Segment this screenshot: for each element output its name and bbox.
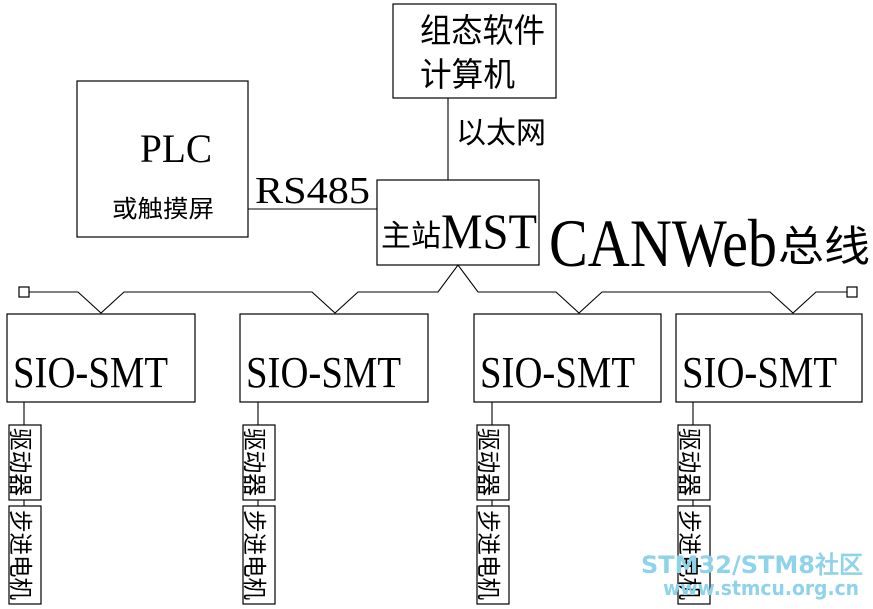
slave-box bbox=[6, 313, 196, 403]
motor-label: 步进电机 bbox=[240, 510, 268, 600]
slave-label: SIO-SMT bbox=[246, 348, 401, 397]
motor-box bbox=[677, 505, 711, 605]
slave-node-4: SIO-SMT 驱动器 步进电机 bbox=[675, 313, 863, 605]
bus-terminator-right bbox=[846, 286, 858, 298]
motor-label: 步进电机 bbox=[6, 510, 34, 600]
scada-computer-box bbox=[392, 3, 557, 99]
driver-box bbox=[8, 424, 42, 501]
ethernet-label: 以太网 bbox=[456, 116, 546, 151]
rs485-label: RS485 bbox=[255, 170, 370, 212]
slave-label: SIO-SMT bbox=[13, 348, 168, 397]
driver-label: 驱动器 bbox=[6, 428, 34, 496]
plc-title: PLC bbox=[140, 126, 212, 171]
motor-box bbox=[242, 505, 276, 605]
driver-label: 驱动器 bbox=[474, 428, 502, 496]
bus-label-cn: 总线 bbox=[778, 222, 870, 271]
plc-box bbox=[76, 80, 249, 238]
slave-node-1: SIO-SMT 驱动器 步进电机 bbox=[6, 313, 196, 605]
motor-box bbox=[476, 505, 510, 605]
motor-label: 步进电机 bbox=[474, 510, 502, 600]
slave-label: SIO-SMT bbox=[480, 348, 635, 397]
plc-subtitle: 或触摸屏 bbox=[112, 195, 214, 223]
slave-box bbox=[675, 313, 863, 403]
scada-label-line1: 组态软件 bbox=[420, 11, 545, 50]
master-label-cn: 主站 bbox=[381, 219, 441, 254]
slave-box bbox=[239, 313, 429, 403]
driver-box bbox=[476, 424, 510, 501]
watermark-line2: www.stmcu.org.cn bbox=[663, 576, 859, 600]
bus-label-en: CANWeb bbox=[549, 205, 777, 281]
slave-box bbox=[473, 313, 662, 403]
can-bus-line bbox=[29, 264, 847, 314]
driver-box bbox=[677, 424, 711, 501]
bus-terminator-left bbox=[18, 286, 30, 298]
driver-label: 驱动器 bbox=[240, 428, 268, 496]
motor-box bbox=[8, 505, 42, 605]
motor-label: 步进电机 bbox=[675, 510, 703, 600]
scada-label-line2: 计算机 bbox=[420, 55, 515, 94]
master-label-en: MST bbox=[441, 203, 537, 259]
slave-label: SIO-SMT bbox=[682, 348, 837, 397]
driver-label: 驱动器 bbox=[675, 428, 703, 496]
slave-node-3: SIO-SMT 驱动器 步进电机 bbox=[473, 313, 662, 605]
watermark-line1: STM32/STM8社区 bbox=[641, 551, 863, 579]
driver-box bbox=[242, 424, 276, 501]
slave-node-2: SIO-SMT 驱动器 步进电机 bbox=[239, 313, 429, 605]
master-box bbox=[376, 179, 540, 266]
